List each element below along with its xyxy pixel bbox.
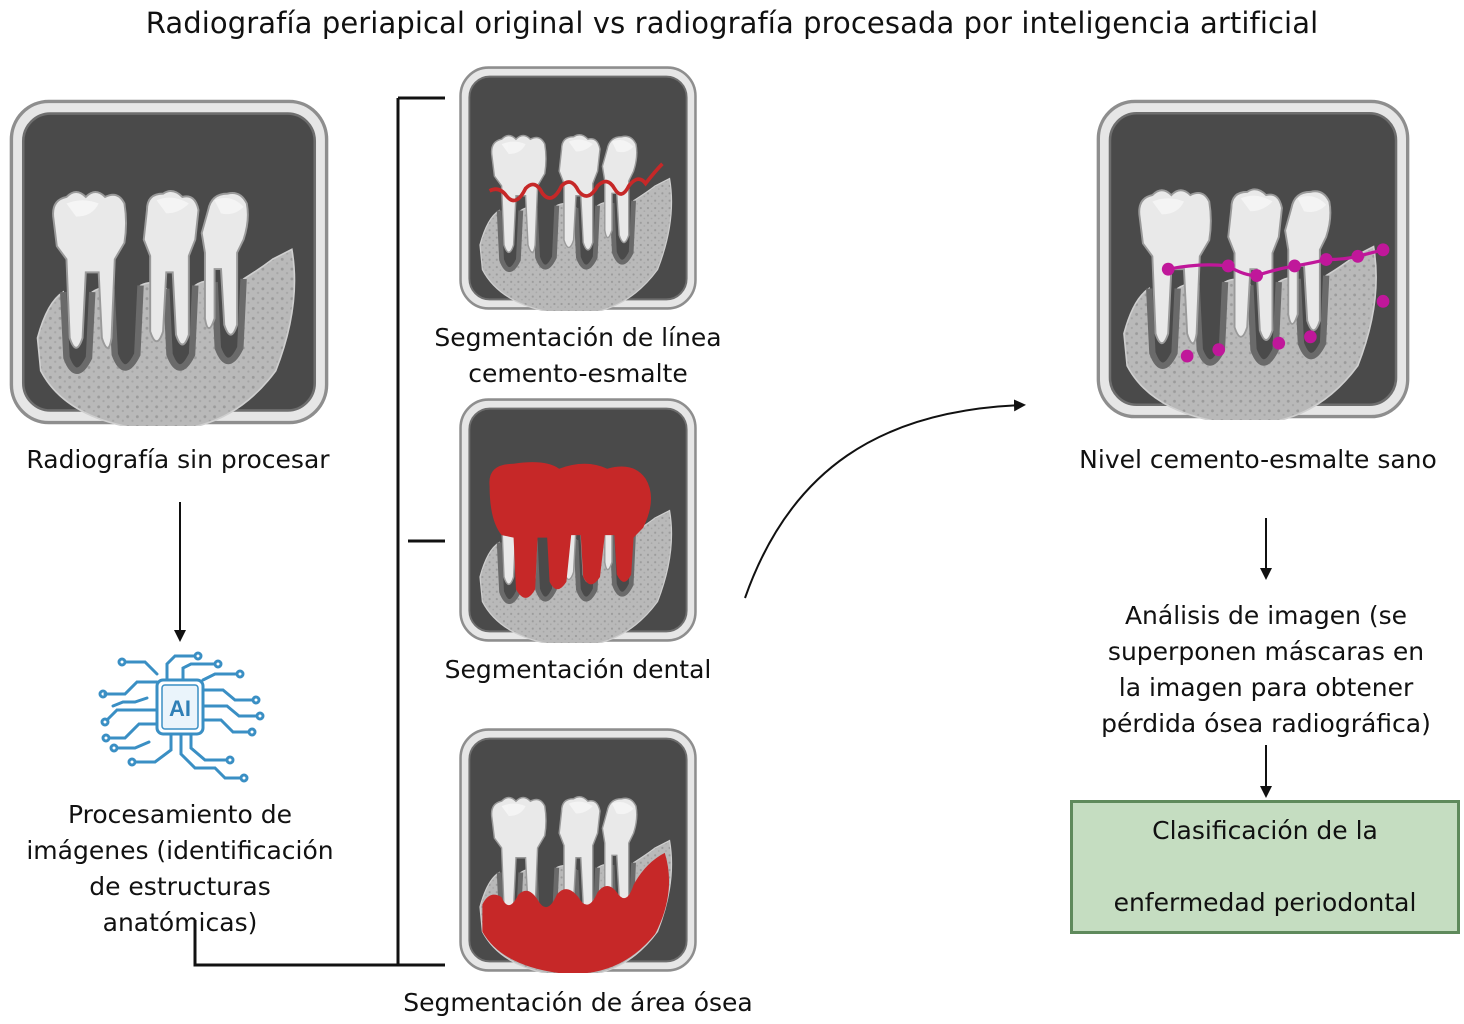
- xray-bone-segmentation: [458, 727, 698, 973]
- label-cej-healthy: Nivel cemento-esmalte sano: [1079, 445, 1437, 474]
- curved-arrow-to-result: [744, 399, 1026, 599]
- label-raw: Radiografía sin procesar: [26, 445, 330, 474]
- label-cej-segmentation: Segmentación de línea cemento-esmalte: [434, 323, 722, 388]
- xray-dental-segmentation: [458, 397, 698, 643]
- xray-cej-healthy: [1095, 98, 1411, 420]
- xray-raw: [8, 98, 330, 426]
- label-ai-processing: Procesamiento de imágenes (identificació…: [26, 800, 334, 937]
- classification-box: Clasificación de la enfermedad periodont…: [1070, 800, 1460, 934]
- xray-cej-segmentation: [458, 65, 698, 311]
- diagram-title: Radiografía periapical original vs radio…: [145, 6, 1319, 40]
- label-dental-segmentation: Segmentación dental: [444, 655, 712, 684]
- bracket-ai-to-segments: [193, 920, 398, 967]
- label-image-analysis: Análisis de imagen (se superponen máscar…: [1101, 601, 1431, 738]
- label-bone-segmentation: Segmentación de área ósea: [403, 988, 753, 1017]
- classification-label: Clasificación de la enfermedad periodont…: [1113, 816, 1417, 917]
- ai-chip-text: AI: [169, 696, 191, 721]
- ai-brain-icon: AI: [95, 650, 265, 794]
